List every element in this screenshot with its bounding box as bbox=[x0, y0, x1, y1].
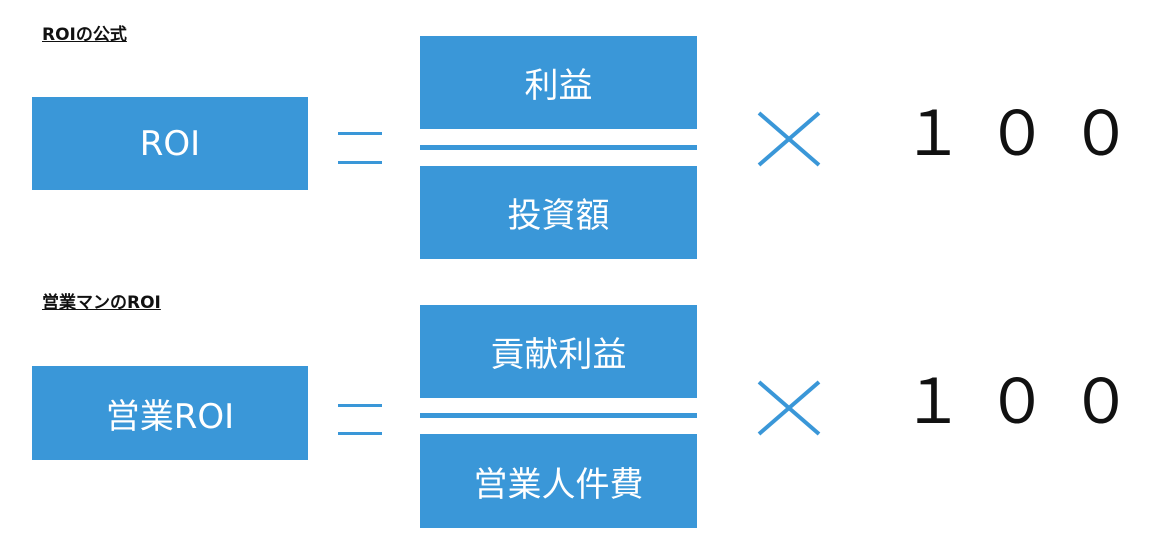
formula-2-lhs-box: 営業ROI bbox=[32, 366, 308, 460]
formula-1-fraction-line bbox=[420, 145, 697, 150]
formula-2-numerator-box: 貢献利益 bbox=[420, 305, 697, 398]
equals-bar-bottom bbox=[338, 161, 382, 164]
formula-1-denominator-box: 投資額 bbox=[420, 166, 697, 259]
formula-1-lhs-box: ROI bbox=[32, 97, 308, 190]
formula-1-multiplier: １００ bbox=[902, 97, 1154, 170]
formula-2-denominator-box: 営業人件費 bbox=[420, 434, 697, 528]
formula-1-multiply-icon bbox=[757, 111, 821, 167]
formula-1-numerator-box: 利益 bbox=[420, 36, 697, 129]
formula-2-fraction-line bbox=[420, 413, 697, 418]
equals-bar-top bbox=[338, 404, 382, 407]
formula-2-title: 営業マンのROI bbox=[42, 293, 161, 313]
formula-2-multiplier: １００ bbox=[902, 365, 1154, 438]
equals-bar-top bbox=[338, 132, 382, 135]
equals-bar-bottom bbox=[338, 432, 382, 435]
formula-2-multiply-icon bbox=[757, 380, 821, 436]
formula-1-title: ROIの公式 bbox=[42, 25, 127, 45]
